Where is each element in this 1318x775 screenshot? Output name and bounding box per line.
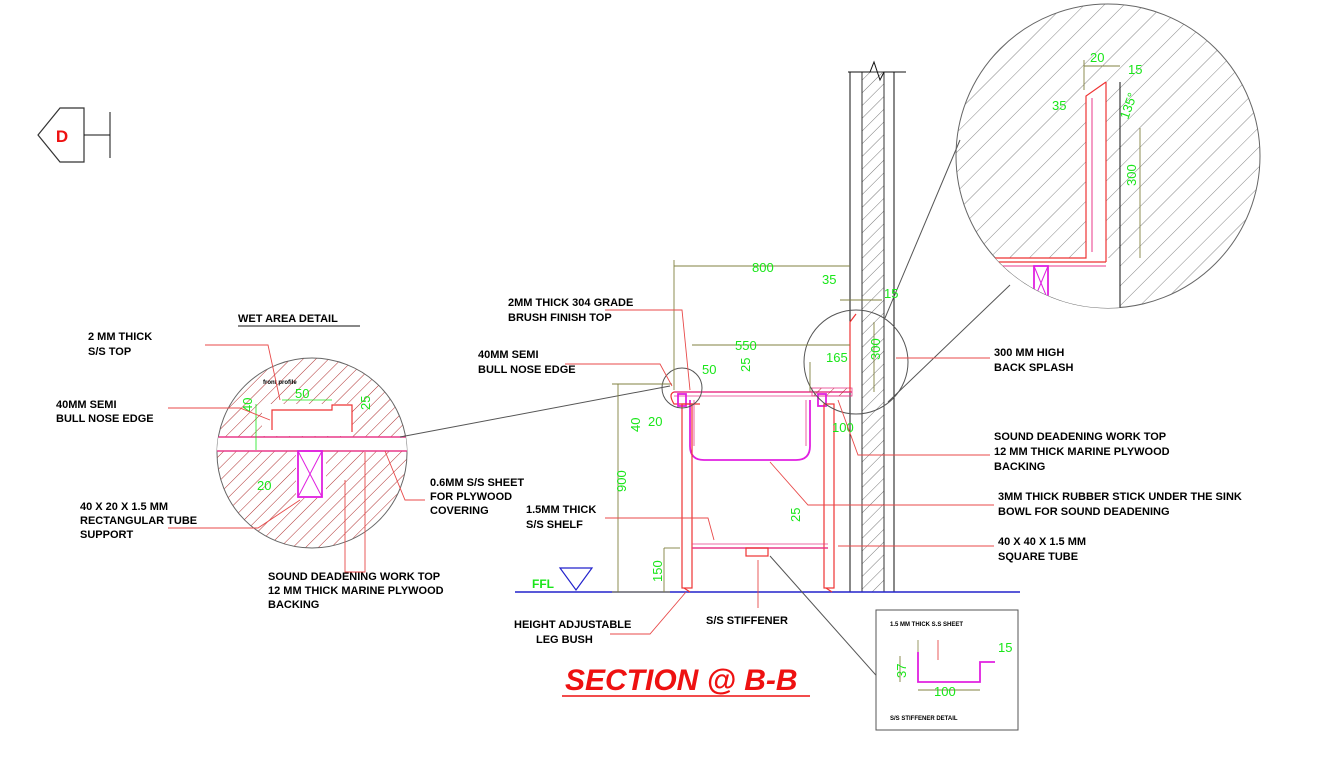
back-leg [823, 403, 835, 589]
marker-letter: D [56, 127, 68, 146]
dim-300: 300 [868, 338, 883, 360]
wa-note-top-2: S/S TOP [88, 346, 131, 358]
stiffener-detail-title: 1.5 MM THICK S.S SHEET [890, 622, 963, 628]
note-splash-2: BACK SPLASH [994, 362, 1074, 374]
dim-550: 550 [735, 338, 757, 353]
note-edge-2: BULL NOSE EDGE [478, 364, 576, 376]
note-tube-1: 40 X 40 X 1.5 MM [998, 536, 1086, 548]
note-splash-1: 300 MM HIGH [994, 347, 1064, 359]
dim-100: 100 [832, 420, 854, 435]
note-rubber-2: BOWL FOR SOUND DEADENING [998, 506, 1170, 518]
ffl-label: FFL [532, 577, 554, 591]
note-worktop-1: SOUND DEADENING WORK TOP [994, 431, 1166, 443]
wa-note-sheet-2: FOR PLYWOOD [430, 491, 512, 503]
dim-25b: 25 [788, 508, 803, 522]
wa-dim-25: 25 [358, 396, 373, 410]
wa-note-sheet-1: 0.6MM S/S SHEET [430, 477, 524, 489]
wa-note-backing-1: SOUND DEADENING WORK TOP [268, 571, 440, 583]
wa-note-sheet-3: COVERING [430, 505, 489, 517]
note-leg-2: LEG BUSH [536, 634, 593, 646]
zoom-detail: 20 15 35 135° 300 [955, 3, 1261, 309]
wa-note-edge-2: BULL NOSE EDGE [56, 413, 154, 425]
stiffener-profile [917, 652, 995, 683]
wet-area-heading: WET AREA DETAIL [238, 313, 338, 325]
wa-note-tube-2: RECTANGULAR TUBE [80, 515, 197, 527]
section-title: SECTION @ B-B [565, 664, 798, 697]
stiffener-dim-37: 37 [894, 664, 909, 678]
stiffener-detail: 1.5 MM THICK S.S SHEET 15 37 100 S/S STI… [875, 609, 1019, 731]
dim-35: 35 [822, 272, 836, 287]
front-leg [681, 403, 693, 589]
dim-25: 25 [738, 358, 753, 372]
note-shelf-2: S/S SHELF [526, 519, 583, 531]
note-worktop-3: BACKING [994, 461, 1045, 473]
wall [861, 71, 885, 593]
back-splash [849, 313, 857, 392]
section-marker: D [37, 107, 111, 163]
wa-note-tube-1: 40 X 20 X 1.5 MM [80, 501, 168, 513]
dim-15: 15 [884, 286, 898, 301]
dim-50: 50 [702, 362, 716, 377]
note-leg-1: HEIGHT ADJUSTABLE [514, 619, 631, 631]
wa-note-backing-2: 12 MM THICK MARINE PLYWOOD [268, 585, 444, 597]
note-stiffener: S/S STIFFENER [706, 615, 788, 627]
detail-circle-splash [803, 309, 909, 415]
dim-40: 40 [628, 418, 643, 432]
wa-note-edge-1: 40MM SEMI [56, 399, 117, 411]
note-worktop-2: 12 MM THICK MARINE PLYWOOD [994, 446, 1170, 458]
dim-20: 20 [648, 414, 662, 429]
wa-note-top-1: 2 MM THICK [88, 331, 152, 343]
zoom-dim-300: 300 [1124, 164, 1139, 186]
note-rubber-1: 3MM THICK RUBBER STICK UNDER THE SINK [998, 491, 1242, 503]
stiffener-dim-15: 15 [998, 640, 1012, 655]
zoom-dim-35: 35 [1052, 98, 1066, 113]
wa-dim-40: 40 [240, 398, 255, 412]
wa-dim-50: 50 [295, 386, 309, 401]
ffl-triangle-icon [558, 567, 594, 592]
note-tube-2: SQUARE TUBE [998, 551, 1078, 563]
dim-165: 165 [826, 350, 848, 365]
zoom-dim-20: 20 [1090, 50, 1104, 65]
wa-note-backing-3: BACKING [268, 599, 319, 611]
dim-150: 150 [650, 560, 665, 582]
profile-label: front profile [263, 380, 297, 386]
wa-dim-20: 20 [257, 478, 271, 493]
sink-bowl [689, 400, 811, 461]
stiffener-dim-100: 100 [934, 684, 956, 699]
note-top-2: BRUSH FINISH TOP [508, 312, 612, 324]
detail-circle-edge [661, 367, 703, 409]
stiffener [745, 547, 769, 557]
note-shelf-1: 1.5MM THICK [526, 504, 596, 516]
wet-area-detail: WET AREA DETAIL front profile 50 40 25 2… [56, 313, 671, 611]
wa-note-tube-3: SUPPORT [80, 529, 133, 541]
dim-900: 900 [614, 470, 629, 492]
stiffener-detail-caption: S/S STIFFENER DETAIL [890, 716, 958, 722]
main-section: FFL [478, 60, 1242, 701]
note-edge-1: 40MM SEMI [478, 349, 539, 361]
dim-800: 800 [752, 260, 774, 275]
note-top-1: 2MM THICK 304 GRADE [508, 297, 633, 309]
zoom-dim-15: 15 [1128, 62, 1142, 77]
